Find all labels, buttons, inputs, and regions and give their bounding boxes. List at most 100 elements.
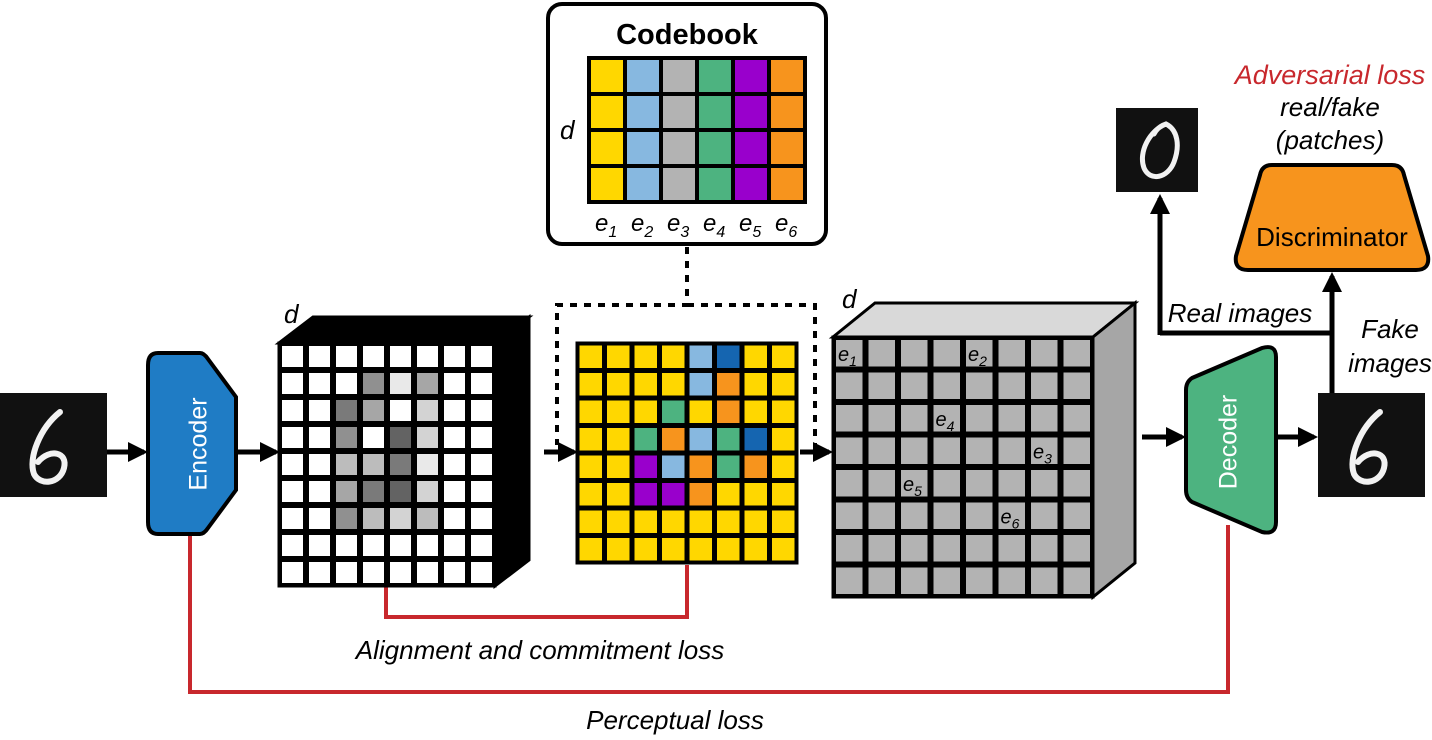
cube-cell	[836, 502, 863, 529]
cube-cell	[390, 481, 411, 502]
cube-cell	[471, 373, 492, 394]
codebook-cell	[659, 92, 699, 132]
cube-cell	[868, 405, 895, 432]
quantized-cell	[662, 428, 685, 451]
cube-side-face	[1091, 299, 1137, 601]
cube-cell	[282, 508, 303, 529]
cube-cell	[363, 535, 384, 556]
cube-top-face	[274, 315, 534, 345]
input-image	[0, 393, 107, 497]
codebook-title: Codebook	[616, 19, 759, 51]
quantized-cell	[579, 400, 602, 423]
cube-cell	[966, 340, 993, 367]
cube-cell	[998, 470, 1025, 497]
cube-cell	[363, 481, 384, 502]
cube-cell	[390, 346, 411, 367]
cube-cell	[336, 454, 357, 475]
cube-cell	[471, 481, 492, 502]
quantized-cell	[689, 400, 712, 423]
cube-cell	[444, 481, 465, 502]
cube-cell	[444, 346, 465, 367]
cube-cell	[901, 372, 928, 399]
quantized-cell	[772, 373, 795, 396]
cube-cell	[336, 535, 357, 556]
decoder-shape	[1184, 345, 1278, 535]
discriminator-shape	[1233, 163, 1431, 272]
quantized-cell	[634, 400, 657, 423]
cube-cell	[363, 562, 384, 583]
cube-cell	[933, 437, 960, 464]
cube-cell	[390, 373, 411, 394]
quantized-cell	[689, 345, 712, 368]
cube-cell	[933, 340, 960, 367]
quantized-cell	[744, 345, 767, 368]
quantized-cell	[607, 483, 630, 506]
cube-cell	[390, 400, 411, 421]
cube-cell	[390, 427, 411, 448]
codebook-cell	[767, 92, 807, 132]
quantized-cell	[607, 373, 630, 396]
quantized-cell	[744, 455, 767, 478]
codebook-cell	[623, 92, 663, 132]
output-image	[1318, 393, 1425, 497]
cube-cell	[901, 470, 928, 497]
quantized-cell	[579, 455, 602, 478]
cube-cell	[1031, 567, 1058, 594]
cube-cell	[363, 400, 384, 421]
quantized-cell	[689, 538, 712, 561]
cube-cell	[998, 405, 1025, 432]
cube-cell	[444, 562, 465, 583]
cube-cell	[417, 346, 438, 367]
cube-cell	[444, 400, 465, 421]
cube-cell	[901, 567, 928, 594]
cube-cell	[336, 481, 357, 502]
fake-images-label-2: images	[1348, 348, 1432, 378]
quantized-cell	[579, 510, 602, 533]
quantized-cell	[607, 455, 630, 478]
cube-cell	[1063, 470, 1090, 497]
cube-cell	[309, 346, 330, 367]
cube-cell	[868, 470, 895, 497]
discriminator-block: Discriminator	[1233, 163, 1431, 272]
quantized-cell	[662, 373, 685, 396]
quantized-cell	[717, 483, 740, 506]
cube-cell	[444, 508, 465, 529]
cube-cell	[363, 373, 384, 394]
cube-cell	[933, 405, 960, 432]
cube-cell	[282, 373, 303, 394]
cube-cell	[390, 508, 411, 529]
codebook-cell	[731, 164, 771, 204]
codebook-cell	[623, 56, 663, 96]
codebook-cell	[587, 92, 627, 132]
quantized-cell	[744, 373, 767, 396]
cube-cell	[1063, 372, 1090, 399]
quantized-cell	[717, 538, 740, 561]
cube-cell	[836, 535, 863, 562]
cube-cell	[1031, 535, 1058, 562]
decoder-label: Decoder	[1215, 395, 1243, 490]
cube-cell	[282, 535, 303, 556]
cube-cell	[901, 535, 928, 562]
quantized-cell	[662, 455, 685, 478]
cube-cell	[998, 437, 1025, 464]
quantized-cell	[744, 538, 767, 561]
cube-cell	[417, 535, 438, 556]
cube-cell	[966, 502, 993, 529]
quantized-grid	[575, 341, 799, 565]
cube-cell	[998, 340, 1025, 367]
cube-cell	[933, 567, 960, 594]
cube-cell	[309, 400, 330, 421]
cube-cell	[363, 427, 384, 448]
quantized-cell	[772, 483, 795, 506]
codebook-cell	[623, 128, 663, 168]
quantized-cell	[689, 483, 712, 506]
cube-cell	[417, 400, 438, 421]
encoded-feature-cube: d	[274, 299, 534, 590]
cube-side-face	[493, 313, 531, 590]
cube-cell	[282, 481, 303, 502]
quantized-cell	[689, 510, 712, 533]
alignment-loss-line	[384, 565, 689, 619]
codebook-cell	[695, 56, 735, 96]
alignment-loss-label: Alignment and commitment loss	[354, 635, 724, 665]
